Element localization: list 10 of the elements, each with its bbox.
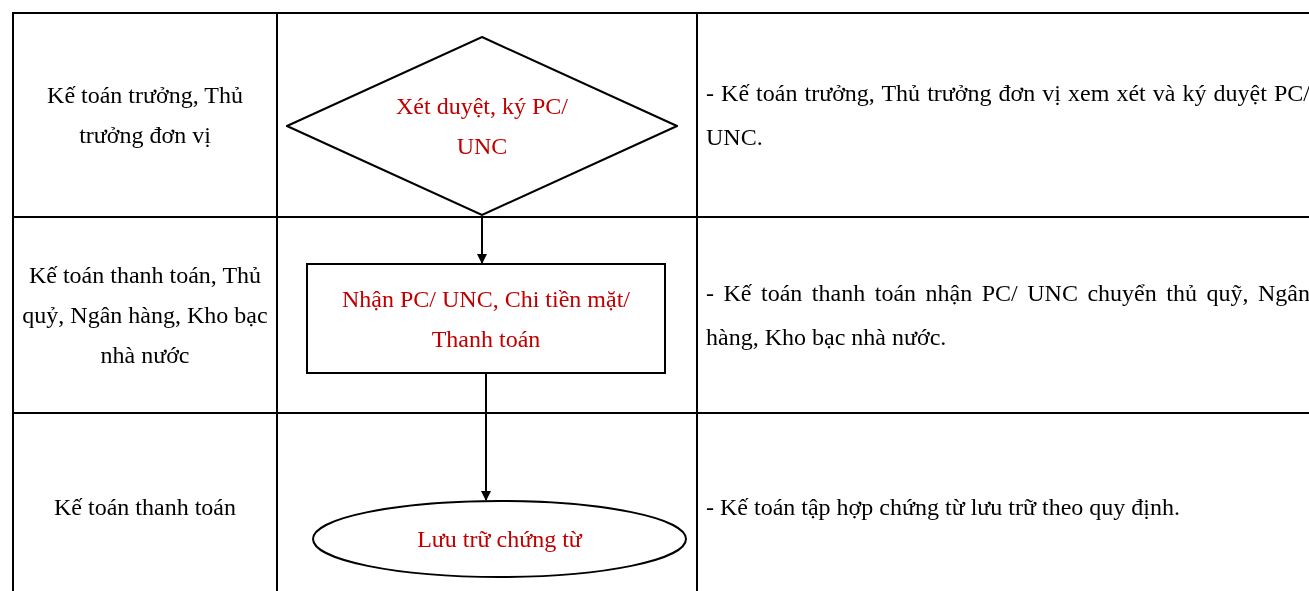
decision-diamond: Xét duyệt, ký PC/ UNC [286,36,678,216]
arrow [477,215,487,264]
terminal-ellipse: Lưu trữ chứng từ [312,500,687,578]
role-label: Kế toán thanh toán, Thủ quỷ, Ngân hàng, Kho bạc nhà nước [21,261,269,370]
step-description: - Kế toán tập hợp chứng từ lưu trữ theo quy định. [706,493,1180,522]
role-label: Kế toán trưởng, Thủ trưởng đơn vị [46,81,244,150]
arrow [481,373,491,501]
process-box: Nhận PC/ UNC, Chi tiền mặt/ Thanh toán [306,263,666,374]
step-description: - Kế toán thanh toán nhận PC/ UNC chuyển thủ quỹ, Ngân hàng, Kho bạc nhà nước. [706,279,1309,352]
role-label: Kế toán thanh toán [54,493,236,522]
